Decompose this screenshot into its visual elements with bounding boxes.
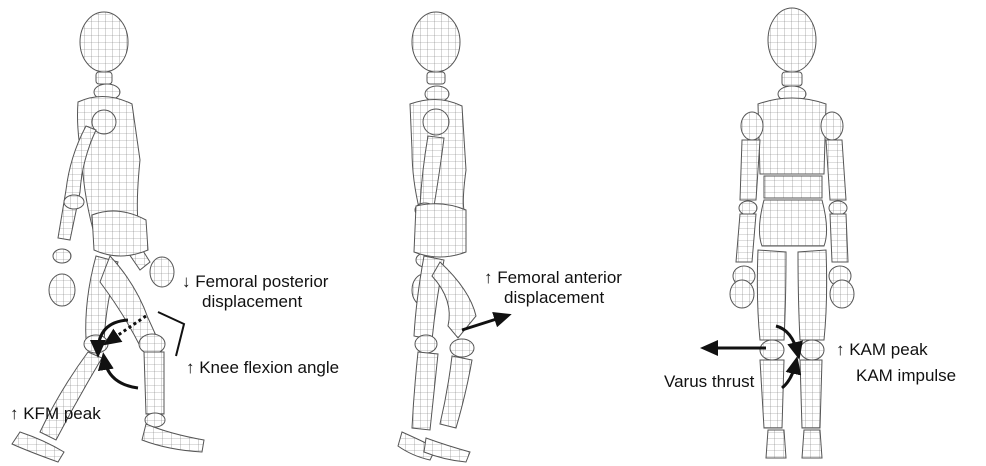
- varus-thrust-label: Varus thrust: [664, 372, 754, 392]
- femoral-posterior-line1: ↓ Femoral posterior: [182, 272, 328, 292]
- kam-peak-label: ↑ KAM peak: [836, 340, 928, 360]
- kam-impulse-label: KAM impulse: [856, 366, 956, 386]
- curved-arrow-bottom-icon: [104, 358, 138, 388]
- mannequin-middle-icon: [398, 12, 476, 462]
- knee-flexion-label: ↑ Knee flexion angle: [186, 358, 339, 378]
- femoral-anterior-label: ↑ Femoral anterior displacement: [484, 268, 622, 308]
- femoral-posterior-label: ↓ Femoral posterior displacement: [182, 272, 328, 312]
- mannequin-left-icon: [12, 12, 204, 462]
- femoral-anterior-line2: displacement: [484, 288, 622, 308]
- femoral-anterior-line1: ↑ Femoral anterior: [484, 268, 622, 288]
- kfm-peak-label: ↑ KFM peak: [10, 404, 101, 424]
- femoral-posterior-line2: displacement: [182, 292, 328, 312]
